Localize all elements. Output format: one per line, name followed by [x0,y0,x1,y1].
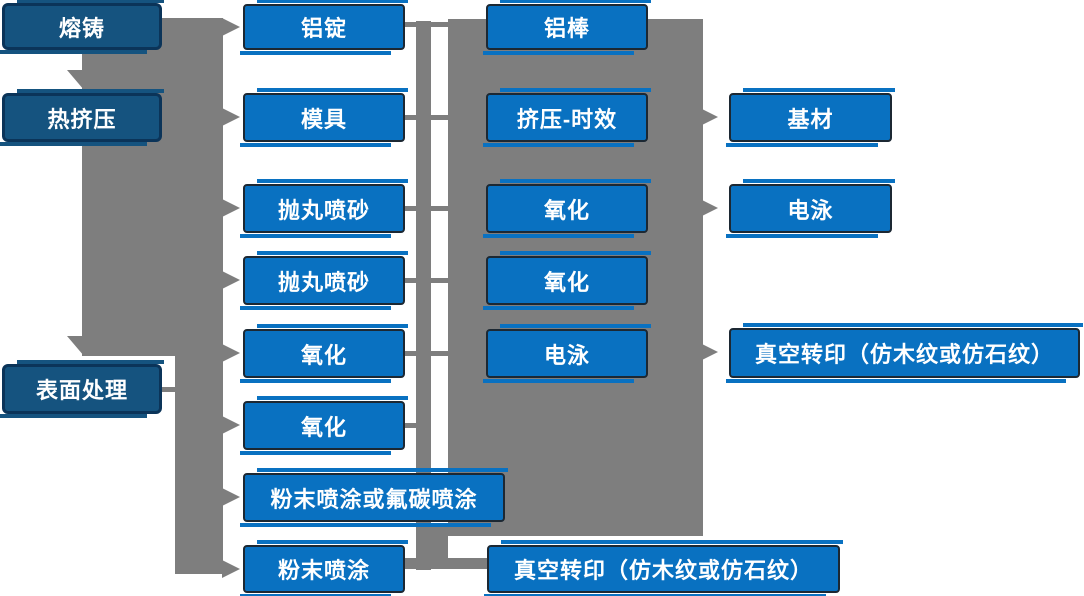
node-mold[interactable]: 模具 [240,88,408,147]
stub-left-row4 [405,278,417,283]
node-label: 氧化 [543,269,590,295]
node-oxidation-1[interactable]: 氧化 [240,324,408,383]
stub-right-row5 [431,351,448,356]
node-extrusion-aging[interactable]: 挤压-时效 [483,88,651,147]
node-oxidation-4[interactable]: 氧化 [483,251,651,310]
node-label: 热挤压 [47,106,117,132]
stub-left-row5 [405,351,417,356]
connector-mid-vline [416,21,431,570]
node-label: 铝锭 [300,16,347,41]
node-shot-blasting-1[interactable]: 抛丸喷砂 [240,179,408,238]
arrow-to-aluminum-ingot [222,18,240,36]
arrow-to-shot-blasting-2 [222,271,240,289]
arrow-to-mold [222,108,240,126]
node-label: 熔铸 [58,15,105,41]
node-label: 粉末喷涂 [277,558,370,583]
node-label: 氧化 [300,414,347,440]
node-powder-or-fluorocarbon-coating[interactable]: 粉末喷涂或氟碳喷涂 [240,468,508,527]
node-hot-extrusion[interactable]: 热挤压 [0,89,164,146]
stub-left-row1 [405,22,417,27]
arrow-to-powder-fluorocarbon [222,488,240,506]
node-label: 粉末喷涂或氟碳喷涂 [270,486,478,512]
connector-left-blob [82,18,223,356]
node-electrophoresis-1[interactable]: 电泳 [483,324,651,383]
arrow-down-to-surface-treatment [67,336,101,356]
connector-below-block-strip [430,523,448,569]
arrow-to-electrophoresis-finish [702,200,718,216]
node-electrophoresis-2[interactable]: 电泳 [726,179,895,238]
connector-surface-stub [162,387,176,392]
stub-right-row2 [431,115,448,120]
stub-left-row3 [405,206,417,211]
node-label: 电泳 [543,342,590,368]
stub-right-row1 [431,22,448,27]
arrow-to-vacuum-transfer-finish [702,344,718,360]
node-label: 铝棒 [543,16,590,41]
connector-left-trunk [175,356,223,574]
node-label: 基材 [787,106,834,132]
node-label: 挤压-时效 [516,106,618,132]
node-label: 真空转印（仿木纹或仿石纹） [754,342,1054,367]
stub-bottom-row8 [405,558,487,569]
stub-left-row2 [405,115,417,120]
node-vacuum-transfer-print-1[interactable]: 真空转印（仿木纹或仿石纹） [484,540,843,596]
node-label: 真空转印（仿木纹或仿石纹） [513,558,813,583]
node-aluminum-ingot[interactable]: 铝锭 [240,0,408,55]
stub-left-row6 [405,423,417,428]
node-powder-coating[interactable]: 粉末喷涂 [240,540,408,596]
arrow-to-oxidation-2 [222,416,240,434]
node-shot-blasting-2[interactable]: 抛丸喷砂 [240,251,408,310]
arrow-to-shot-blasting-1 [222,199,240,217]
node-label: 氧化 [300,342,347,368]
node-base-material[interactable]: 基材 [726,88,895,147]
arrow-to-powder-coating [222,560,240,578]
arrow-to-oxidation-1 [222,344,240,362]
node-aluminum-rod[interactable]: 铝棒 [483,0,651,55]
node-label: 氧化 [543,197,590,223]
node-label: 抛丸喷砂 [277,269,370,295]
node-label: 抛丸喷砂 [277,197,370,223]
node-vacuum-transfer-print-2[interactable]: 真空转印（仿木纹或仿石纹） [726,323,1083,383]
arrow-to-base-material [702,109,718,125]
node-melting-casting[interactable]: 熔铸 [0,0,164,54]
stub-right-row3 [431,206,448,211]
node-surface-treatment[interactable]: 表面处理 [0,360,164,418]
node-oxidation-3[interactable]: 氧化 [483,179,651,238]
node-label: 表面处理 [35,378,128,403]
node-oxidation-2[interactable]: 氧化 [240,396,408,455]
arrow-down-to-hot-extrusion [67,70,101,90]
stub-right-row4 [431,278,448,283]
node-label: 模具 [300,106,347,132]
node-label: 电泳 [787,197,834,223]
